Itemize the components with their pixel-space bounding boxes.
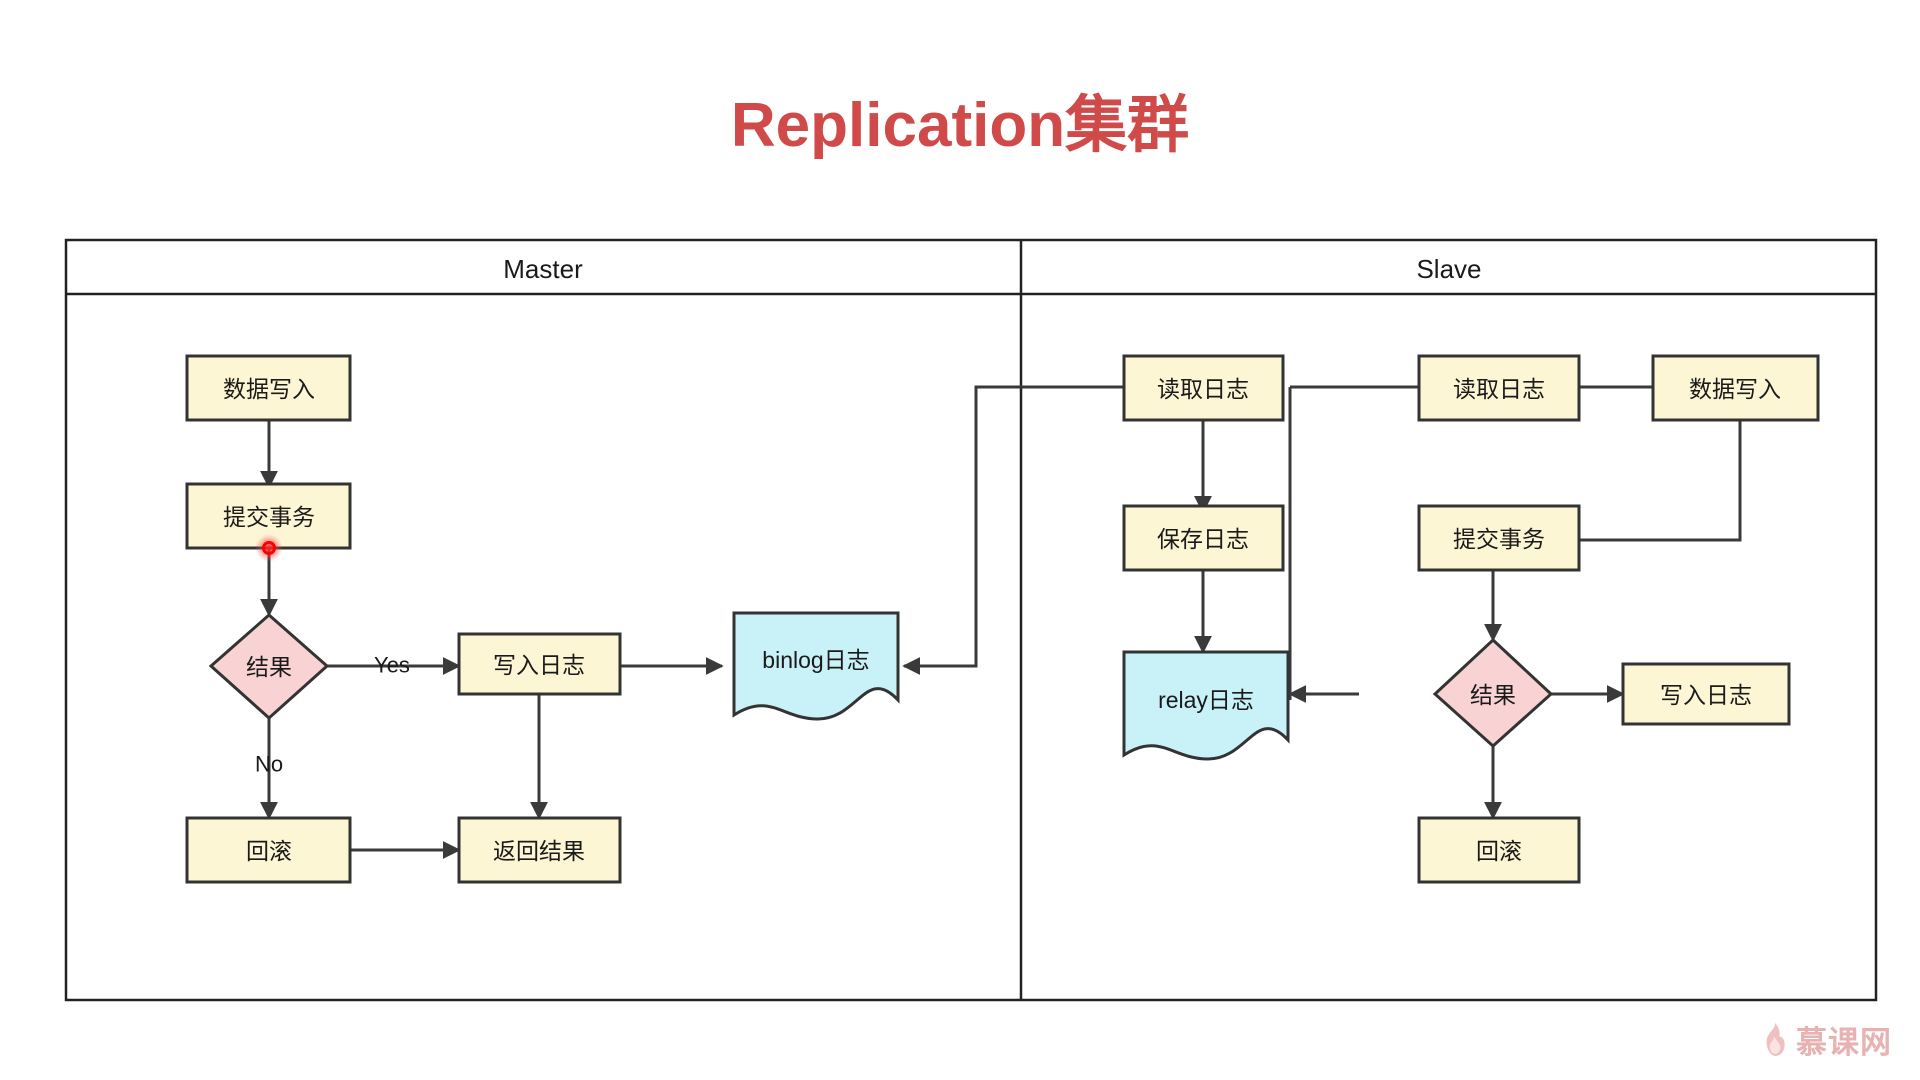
node-s7-label: 结果 — [1470, 682, 1516, 708]
watermark: 慕课网 — [1761, 1017, 1892, 1062]
node-s2[interactable]: 保存日志 — [1122, 504, 1285, 572]
node-m4[interactable]: 写入日志 — [457, 632, 622, 696]
node-s2-label: 保存日志 — [1157, 526, 1249, 552]
node-m5-label: binlog日志 — [762, 647, 869, 673]
swimlane-container: Master Slave — [64, 238, 1878, 1002]
node-m2-label: 提交事务 — [223, 504, 315, 530]
node-m3-decision[interactable]: 结果 — [208, 613, 330, 721]
node-m7-label: 返回结果 — [493, 838, 585, 864]
swimlane-header-master: Master — [503, 254, 583, 284]
node-m3-label: 结果 — [246, 654, 292, 680]
edge-label-no: No — [255, 752, 283, 777]
node-m7[interactable]: 返回结果 — [457, 816, 622, 884]
watermark-text: 慕课网 — [1796, 1025, 1892, 1060]
swimlane-outer-border — [64, 238, 1878, 1002]
node-s8[interactable]: 写入日志 — [1621, 662, 1791, 726]
node-s3-document[interactable]: relay日志 — [1122, 650, 1290, 761]
edges-slave-right — [1288, 378, 1742, 820]
edge-s5-s6 — [1556, 420, 1742, 549]
node-s5-label: 数据写入 — [1689, 376, 1781, 402]
edge-label-yes: Yes — [374, 653, 410, 678]
node-m2[interactable]: 提交事务 — [185, 482, 352, 550]
node-s4-label: 读取日志 — [1453, 376, 1545, 402]
swimlane-header-slave: Slave — [1416, 254, 1481, 284]
page-title: Replication集群 — [730, 91, 1190, 160]
node-m1-label: 数据写入 — [223, 376, 315, 402]
node-s6[interactable]: 提交事务 — [1417, 504, 1581, 572]
edge-s1-binlog — [902, 385, 1124, 675]
node-m5-document[interactable]: binlog日志 — [732, 611, 900, 721]
node-s7-decision[interactable]: 结果 — [1432, 637, 1554, 749]
node-s9[interactable]: 回滚 — [1417, 816, 1581, 884]
node-s5[interactable]: 数据写入 — [1651, 354, 1820, 422]
node-m4-label: 写入日志 — [493, 652, 585, 678]
node-m6-label: 回滚 — [246, 838, 292, 864]
flame-icon — [1766, 1022, 1785, 1056]
node-m1[interactable]: 数据写入 — [185, 354, 352, 422]
node-s4[interactable]: 读取日志 — [1417, 354, 1581, 422]
node-s1-label: 读取日志 — [1157, 376, 1249, 402]
node-s8-label: 写入日志 — [1660, 682, 1752, 708]
node-s3-label: relay日志 — [1158, 687, 1254, 713]
node-m6[interactable]: 回滚 — [185, 816, 352, 884]
edges-cross-lane — [902, 385, 1124, 675]
node-s6-label: 提交事务 — [1453, 526, 1545, 552]
edges-master: Yes No — [255, 420, 724, 859]
node-s9-label: 回滚 — [1476, 838, 1522, 864]
node-s1[interactable]: 读取日志 — [1122, 354, 1285, 422]
